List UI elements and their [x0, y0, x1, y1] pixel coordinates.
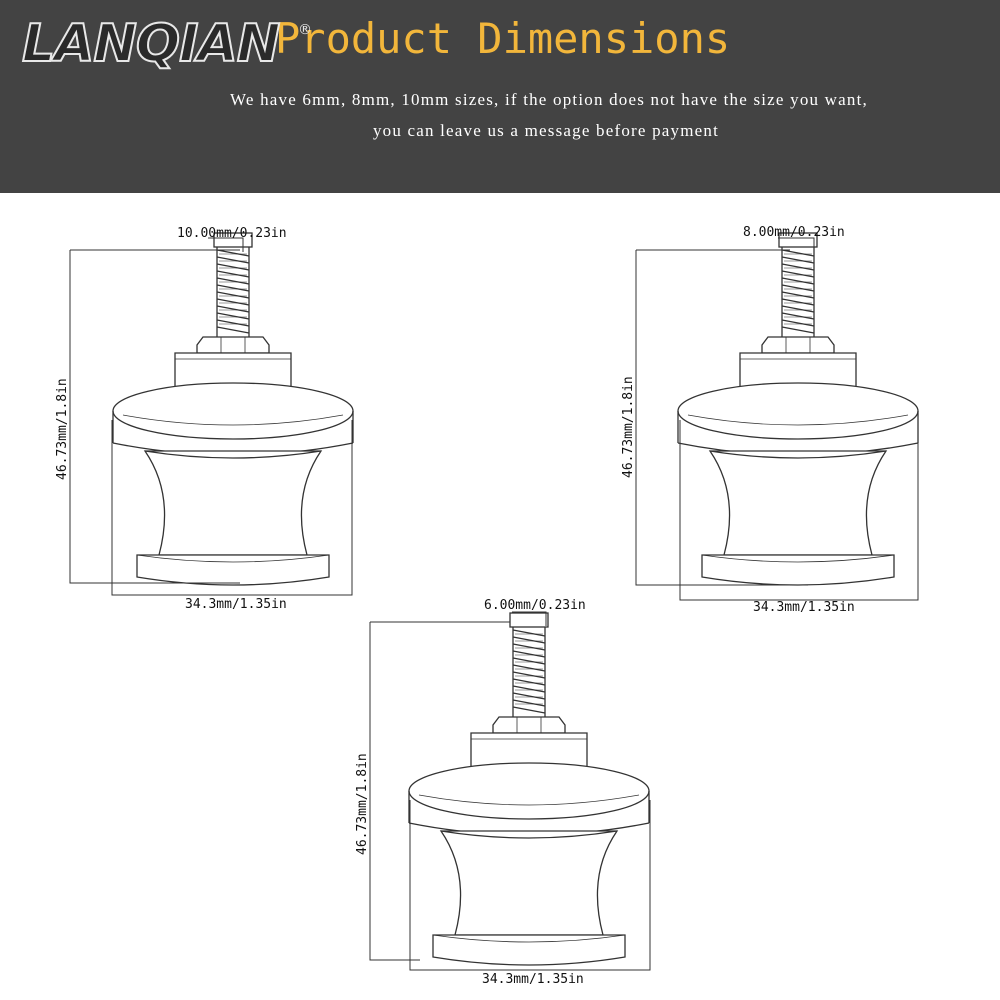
page-title: Product Dimensions [275, 14, 731, 63]
registered-mark: ® [298, 22, 312, 38]
thread-dimension-label: 6.00mm/0.23in [484, 598, 586, 613]
spool-drawing-6mm: 6.00mm/0.23in 34.3mm/1.35in 46.73mm/1.8i… [355, 598, 651, 987]
width-dimension-label: 34.3mm/1.35in [185, 597, 287, 612]
spool-drawing-8mm: 8.00mm/0.23in 34.3mm/1.35in 46.73mm/1.8i… [621, 225, 919, 615]
header-banner: Product Dimensions LANQIAN ® We have 6mm… [0, 0, 1000, 193]
brand-logo: LANQIAN [21, 13, 281, 75]
width-dimension-label: 34.3mm/1.35in [482, 972, 584, 987]
height-dimension-label: 46.73mm/1.8in [355, 753, 370, 855]
width-dimension-label: 34.3mm/1.35in [753, 600, 855, 615]
spool-drawing-10mm: 10.00mm/0.23in 34.3mm/1.35in 46.73mm/1.8… [55, 226, 354, 612]
thread-dimension-label: 8.00mm/0.23in [743, 225, 845, 240]
height-dimension-label: 46.73mm/1.8in [55, 378, 70, 480]
height-dimension-label: 46.73mm/1.8in [621, 376, 636, 478]
subtitle-line-1: We have 6mm, 8mm, 10mm sizes, if the opt… [230, 90, 868, 109]
thread-dimension-label: 10.00mm/0.23in [177, 226, 287, 241]
subtitle-line-2: you can leave us a message before paymen… [372, 121, 720, 140]
